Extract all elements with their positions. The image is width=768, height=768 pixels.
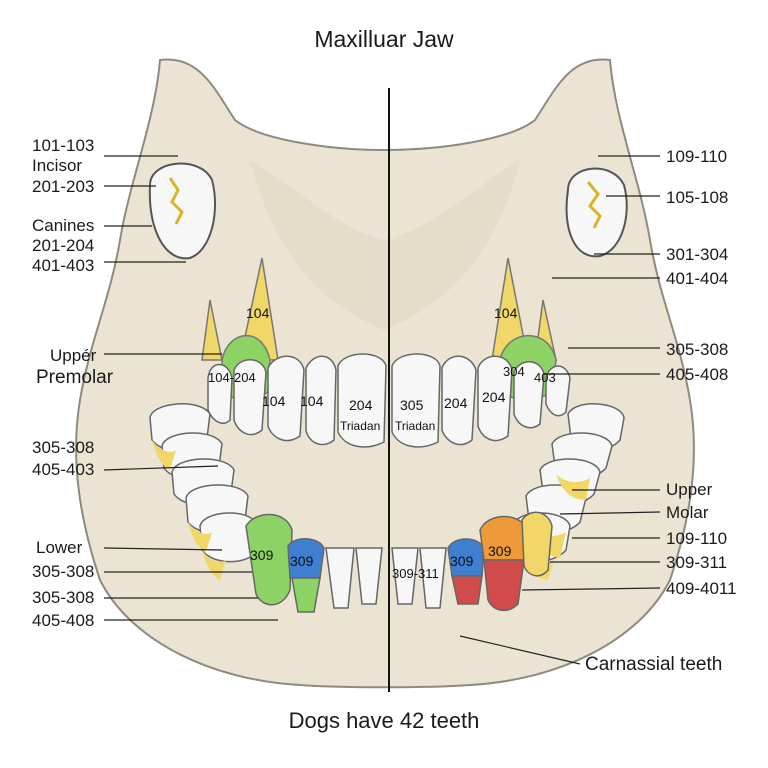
- label-canines-range-2: 401-403: [32, 256, 95, 275]
- label-lower-range-3: 405-408: [32, 611, 95, 630]
- tooth-num-front-3: 204: [349, 397, 373, 413]
- tooth-num-lower-left-blue: 309: [290, 553, 314, 569]
- label-right-r8: 309-311: [666, 553, 728, 572]
- lower-incisors: [325, 547, 447, 609]
- nasal-shading: [250, 160, 520, 330]
- diagram-title: Maxilluar Jaw: [314, 26, 454, 52]
- label-lower-range-1: 305-308: [32, 562, 95, 581]
- incisor-sketch-right: [565, 167, 628, 258]
- lower-left-molars: [149, 403, 257, 563]
- label-right-upper: Upper: [666, 480, 713, 499]
- label-lower: Lower: [36, 538, 83, 557]
- label-premolar: Premolar: [36, 367, 114, 388]
- label-right-r4: 401-404: [666, 269, 729, 288]
- tooth-num-front-2: 104: [300, 393, 324, 409]
- label-incisor: Incisor: [32, 156, 83, 175]
- lower-left-green-root: [291, 577, 321, 613]
- tooth-num-front-6: 204: [482, 389, 506, 405]
- lower-right-blue-tooth: [447, 538, 485, 577]
- label-range-405: 405-403: [32, 460, 95, 479]
- incisor-sketch-left: [148, 162, 216, 260]
- tooth-num-triadan-left: Triadan: [340, 419, 380, 433]
- label-carnassial-teeth: Carnassial teeth: [585, 654, 723, 675]
- label-incisor-range-2: 201-203: [32, 177, 95, 196]
- tooth-num-lower-left-green: 309: [250, 547, 274, 563]
- tooth-num-premolar-left: 104-204: [208, 370, 256, 385]
- label-right-r3: 301-304: [666, 245, 729, 264]
- lower-left-blue-tooth: [287, 538, 325, 579]
- diagram-caption: Dogs have 42 teeth: [288, 708, 480, 733]
- label-incisor-range: 101-103: [32, 136, 95, 155]
- left-leader-lines: [103, 155, 278, 621]
- upper-canine-left-b: [201, 299, 223, 361]
- tooth-num-lower-right-blue: 309: [450, 553, 474, 569]
- tooth-num-triadan-right: Triadan: [395, 419, 435, 433]
- label-range-305: 305-308: [32, 438, 95, 457]
- lower-right-red-tooth: [483, 559, 525, 612]
- label-canines-range-1: 201-204: [32, 236, 95, 255]
- label-right-r2: 105-108: [666, 188, 729, 207]
- tooth-num-premolar-right: 304: [503, 364, 525, 379]
- label-canines: Canines: [32, 216, 95, 235]
- tooth-num-front-1: 104: [262, 393, 286, 409]
- lower-right-red-root: [451, 575, 483, 605]
- tooth-num-front-5: 204: [444, 395, 468, 411]
- label-right-r5: 305-308: [666, 340, 729, 359]
- label-right-r1: 109-110: [666, 147, 728, 166]
- tooth-num-front-4: 305: [400, 397, 424, 413]
- tooth-num-lower-center: 309-311: [392, 566, 439, 581]
- label-right-r9: 409-4011: [666, 579, 737, 598]
- label-right-r6: 405-408: [666, 365, 729, 384]
- right-leader-lines: [459, 155, 661, 665]
- tooth-num-upper-canine-left: 104: [246, 305, 270, 321]
- tooth-num-lower-right-orange: 309: [488, 543, 512, 559]
- tooth-num-upper-canine-right: 104: [494, 305, 518, 321]
- lower-right-yellow-tooth: [521, 511, 553, 577]
- label-lower-range-2: 305-308: [32, 588, 95, 607]
- tooth-num-premolar-right-b: 403: [534, 370, 556, 385]
- label-upper: Uppér: [50, 346, 97, 365]
- tooth-number-labels: 104 104 104-204 304 403 104 104 204 305 …: [208, 305, 556, 581]
- upper-front-teeth: [207, 353, 571, 448]
- label-right-molar: Molar: [666, 503, 709, 522]
- label-right-r7: 109-110: [666, 529, 728, 548]
